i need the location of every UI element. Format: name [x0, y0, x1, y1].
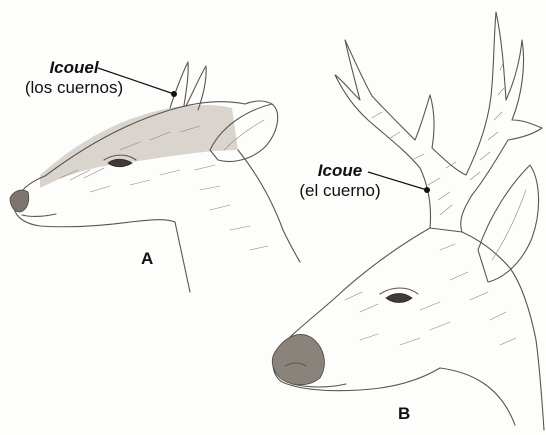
label-a-term: Icouel — [22, 58, 126, 78]
deer-b-drawing — [272, 12, 544, 430]
panel-letter-a: A — [141, 249, 153, 269]
label-b: Icoue (el cuerno) — [294, 161, 386, 200]
leader-dot-b — [424, 187, 430, 193]
label-a: Icouel (los cuernos) — [22, 58, 126, 97]
leader-dot-a — [171, 91, 177, 97]
label-b-gloss: (el cuerno) — [294, 181, 386, 201]
panel-letter-b: B — [398, 404, 410, 424]
label-b-term: Icoue — [294, 161, 386, 181]
label-a-gloss: (los cuernos) — [22, 78, 126, 98]
